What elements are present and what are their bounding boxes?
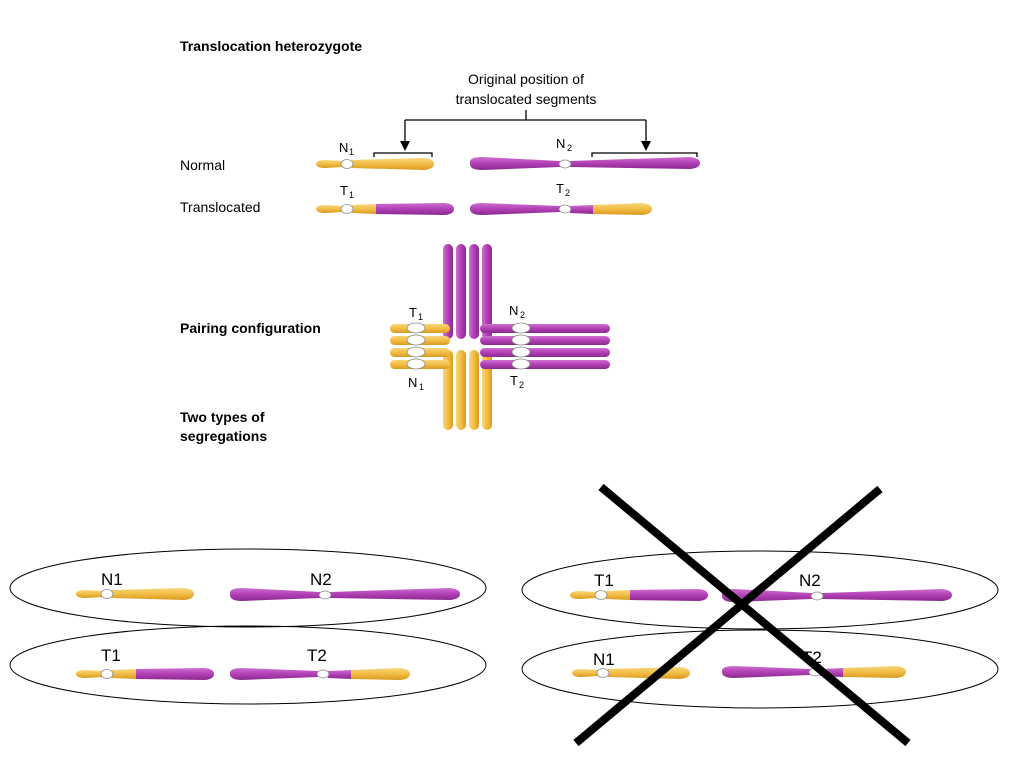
seg-left-bottom-label-a: T1 (101, 646, 121, 665)
label-n1-top: N 1 (339, 140, 354, 157)
svg-text:T: T (340, 183, 348, 198)
seg-left-t2-chromosome (230, 668, 410, 680)
label-n2-top: N 2 (556, 136, 572, 153)
svg-text:T: T (510, 373, 518, 388)
seg-left-n1-chromosome (76, 588, 194, 600)
centromere (340, 159, 354, 169)
svg-text:N: N (509, 303, 518, 318)
svg-text:T: T (556, 181, 564, 196)
chromosome-t1 (316, 203, 454, 215)
seg-right-n1-chromosome (572, 667, 690, 679)
normal-row-label: Normal (180, 157, 225, 173)
segregation-right: T1 N2 N1 T2 (521, 483, 999, 747)
svg-text:1: 1 (419, 382, 424, 392)
original-position-label-line1: Original position of (468, 71, 584, 87)
centromere (340, 204, 354, 214)
label-n1-pairing: N 1 (408, 375, 424, 392)
translocated-row-label: Translocated (180, 199, 260, 215)
label-n2-pairing: N 2 (509, 303, 525, 320)
label-t1-pairing: T 1 (409, 305, 423, 322)
seg-left-t1-chromosome (76, 668, 214, 680)
cross-out-mark (573, 483, 911, 747)
seg-left-bottom-label-b: T2 (307, 646, 327, 665)
seg-right-top-label-b: N2 (799, 571, 821, 590)
seg-right-bottom-label-a: N1 (593, 650, 615, 669)
svg-text:2: 2 (565, 188, 570, 198)
two-types-label-line2: segregations (180, 428, 267, 444)
segregation-left-top-oval (9, 548, 487, 628)
segregation-right-bottom-oval (521, 629, 999, 709)
segregation-right-top-oval (521, 550, 999, 630)
svg-text:N: N (339, 140, 348, 155)
diagram-title: Translocation heterozygote (180, 38, 362, 54)
chromosome-n1 (316, 158, 434, 170)
svg-text:2: 2 (567, 143, 572, 153)
original-position-arrows (373, 110, 698, 157)
seg-right-top-label-a: T1 (594, 571, 614, 590)
label-t1-top: T 1 (340, 183, 354, 200)
chromosome-t2 (470, 203, 652, 215)
label-t2-pairing: T 2 (510, 373, 524, 390)
svg-text:1: 1 (418, 312, 423, 322)
centromere (558, 204, 572, 214)
segregation-left: N1 N2 T1 T2 (9, 548, 487, 705)
pairing-configuration (390, 244, 610, 430)
pairing-label: Pairing configuration (180, 320, 321, 336)
centromere (558, 159, 572, 169)
seg-right-t1-chromosome (570, 589, 708, 601)
chromosome-n2 (470, 157, 700, 170)
label-t2-top: T 2 (556, 181, 570, 198)
two-types-label-line1: Two types of (180, 409, 265, 425)
svg-text:1: 1 (349, 147, 354, 157)
svg-text:N: N (408, 375, 417, 390)
svg-text:2: 2 (519, 380, 524, 390)
svg-text:N: N (556, 136, 565, 151)
seg-left-n2-chromosome (230, 588, 460, 601)
svg-text:2: 2 (520, 310, 525, 320)
seg-left-top-label-a: N1 (101, 570, 123, 589)
segregation-left-bottom-oval (9, 625, 487, 705)
svg-text:T: T (409, 305, 417, 320)
svg-text:1: 1 (349, 190, 354, 200)
original-position-label-line2: translocated segments (456, 91, 597, 107)
seg-left-top-label-b: N2 (310, 570, 332, 589)
